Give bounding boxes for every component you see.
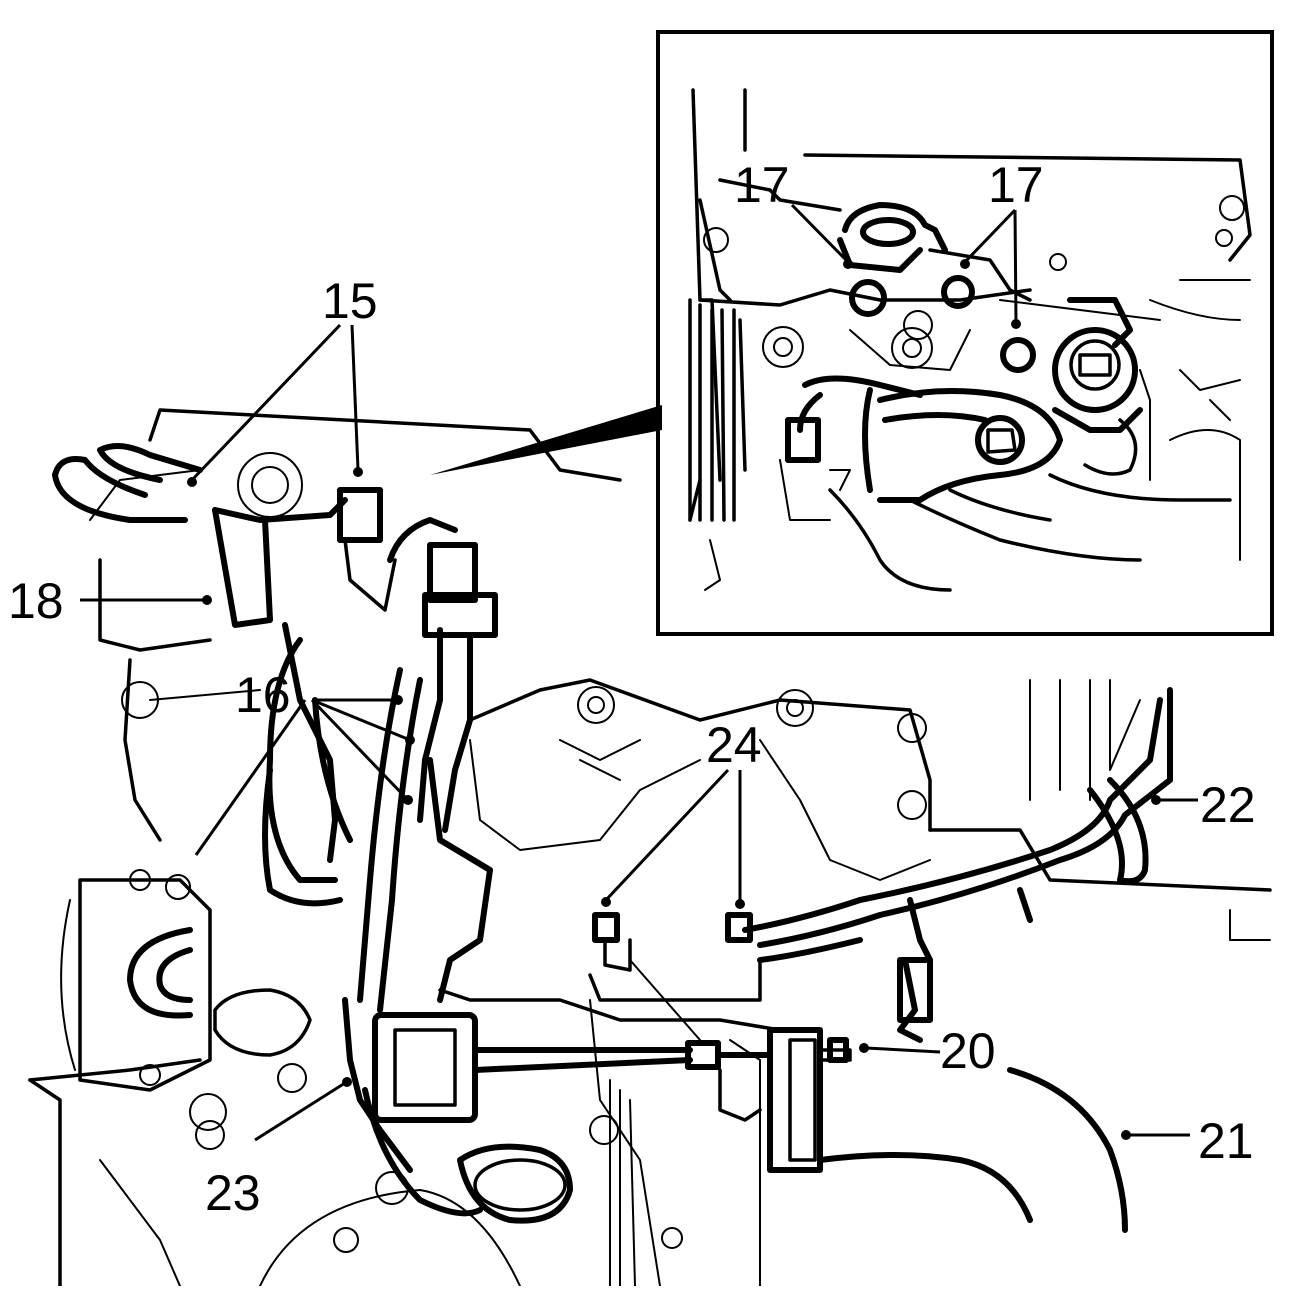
callout-20: 20 bbox=[940, 1023, 996, 1079]
callout-22: 22 bbox=[1200, 777, 1256, 833]
callout-23: 23 bbox=[205, 1165, 261, 1221]
inset-detail bbox=[430, 30, 1274, 636]
callout-labels: 15 16 17 17 18 20 21 22 23 24 bbox=[8, 157, 1256, 1221]
engine-illustration bbox=[28, 408, 1272, 1288]
callout-21: 21 bbox=[1198, 1113, 1254, 1169]
callout-15: 15 bbox=[322, 273, 378, 329]
callout-17-right: 17 bbox=[988, 157, 1044, 213]
callout-16: 16 bbox=[235, 667, 291, 723]
callout-18: 18 bbox=[8, 573, 64, 629]
callout-24: 24 bbox=[706, 717, 762, 773]
callout-17-left: 17 bbox=[734, 157, 790, 213]
leader-lines bbox=[80, 203, 1198, 1142]
